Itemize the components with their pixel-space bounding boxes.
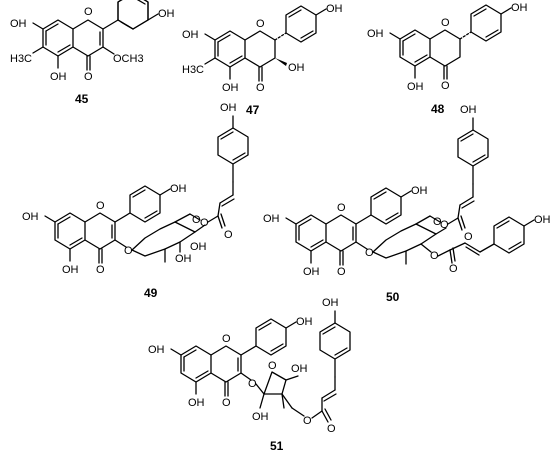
atom-label: O (124, 245, 133, 257)
compound-50: OH OH OH OH OH O O O O O O O O 50 (263, 104, 550, 304)
atom-label: O (248, 378, 257, 390)
atom-label: O (268, 360, 277, 372)
atom-label: OH (322, 297, 339, 309)
compound-48: OH OH O O OH 48 (367, 2, 528, 116)
atom-label: OH (22, 211, 39, 223)
atom-label: OH (190, 241, 207, 253)
compound-number: 45 (75, 92, 89, 106)
atom-label: OH (62, 264, 79, 276)
compound-51: OH OH OH OH O O O O OH OH O O 51 (148, 297, 351, 453)
atom-label: OH (263, 213, 280, 225)
atom-label: O (365, 247, 374, 259)
atom-label: OH (50, 71, 67, 83)
atom-label: OH (158, 8, 175, 20)
atom-label: O (430, 250, 439, 262)
compound-47: OH H3C OH O O OH OH 47 (182, 3, 343, 117)
atom-label: OH (175, 253, 192, 265)
atom-label: OH (407, 81, 424, 93)
atom-label: OH (511, 2, 528, 14)
atom-label: O (222, 397, 231, 409)
compound-number: 51 (270, 439, 284, 453)
atom-label: OH (252, 411, 269, 423)
atom-label: O (224, 229, 233, 241)
atom-label: OH (148, 344, 165, 356)
compound-45: OH H3C OH O O OCH3 OH 45 (10, 0, 175, 106)
atom-label: OH (220, 102, 237, 114)
atom-label: OH (10, 18, 27, 30)
atom-label: O (303, 415, 312, 427)
atom-label: OH (303, 266, 320, 278)
compound-number: 47 (246, 103, 260, 117)
atom-label: O (327, 423, 336, 435)
atom-label: O (84, 71, 93, 83)
atom-label: O (96, 264, 105, 276)
atom-label: O (441, 80, 450, 92)
atom-label: OH (367, 28, 384, 40)
atom-label: O (96, 200, 105, 212)
atom-label: OH (411, 185, 428, 197)
atom-label: O (441, 17, 450, 29)
atom-label: OH (170, 183, 187, 195)
atom-label: O (464, 231, 473, 243)
atom-label: O (337, 202, 346, 214)
atom-label: O (84, 6, 93, 18)
atom-label: O (433, 216, 442, 228)
atom-label: O (449, 263, 458, 275)
compound-49: OH OH OH OH O O O O O O OH OH 49 (22, 102, 249, 300)
atom-label: OH (288, 62, 305, 74)
atom-label: O (192, 214, 201, 226)
atom-label: OH (291, 363, 308, 375)
atom-label: O (440, 219, 449, 231)
atom-label: OH (182, 29, 199, 41)
compound-number: 49 (144, 286, 158, 300)
atom-label: O (337, 266, 346, 278)
atom-label: OH (188, 397, 205, 409)
atom-label: O (256, 82, 265, 94)
atom-label: H3C (182, 64, 204, 76)
atom-label: OH (534, 214, 550, 226)
atom-label: O (222, 333, 231, 345)
atom-label: OH (326, 3, 343, 15)
atom-label: OH (222, 82, 239, 94)
atom-label: O (200, 217, 209, 229)
atom-label: O (256, 18, 265, 30)
atom-label: OH (296, 316, 313, 328)
atom-label: OH (460, 104, 477, 116)
atom-label: OCH3 (113, 53, 144, 65)
atom-label: H3C (10, 53, 32, 65)
compound-number: 50 (386, 290, 400, 304)
compound-number: 48 (431, 102, 445, 116)
